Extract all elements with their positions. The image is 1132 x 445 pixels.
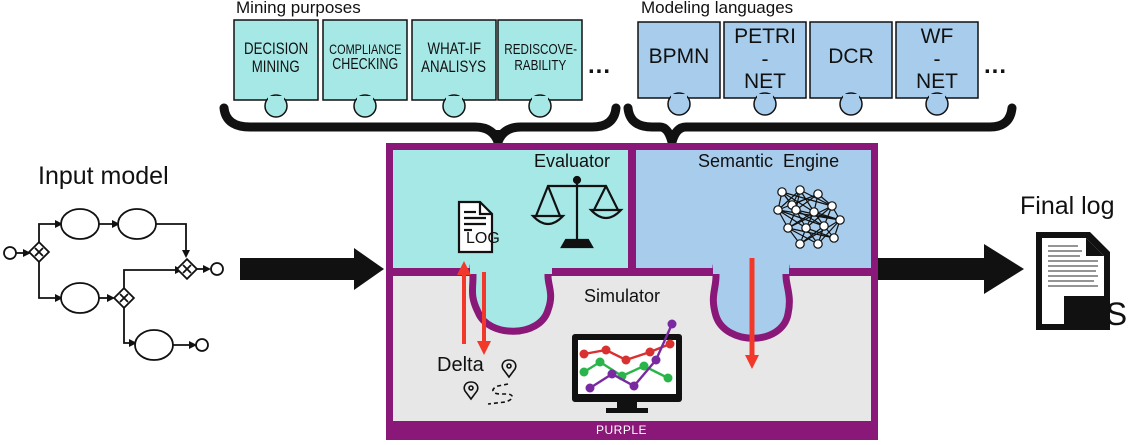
what-if-analysis-label: WHAT-IF ANALISYS <box>408 40 500 76</box>
simulator-label: Simulator <box>584 286 661 306</box>
monitor-graph-node <box>621 355 631 365</box>
nn-node <box>795 239 805 249</box>
evaluator-label: Evaluator <box>534 151 611 171</box>
monitor-graph-node <box>585 383 595 393</box>
nn-edge <box>795 209 825 227</box>
mining-purposes-title: Mining purposes <box>236 0 361 17</box>
rediscoverability-label: REDISCOVE- RABILITY <box>494 42 586 74</box>
modeling-languages-more: ... <box>984 52 1008 79</box>
nn-node <box>773 205 783 215</box>
nn-edge <box>817 219 841 245</box>
xes-label: XES <box>1063 296 1128 332</box>
puzzle-piece-decision-mining <box>233 19 319 118</box>
monitor-graph-node <box>601 345 611 355</box>
nn-node <box>813 239 823 249</box>
monitor-graph-node <box>629 381 639 391</box>
puzzle-piece-petri-net <box>723 21 807 116</box>
wf-line1: WF <box>920 25 954 48</box>
monitor-graph-node <box>651 355 661 365</box>
wf-line2: - <box>933 47 941 71</box>
log-document-icon <box>457 200 494 254</box>
input-model-bpmn <box>3 208 224 361</box>
nn-edge <box>787 205 833 229</box>
what-if-line1: WHAT-IF <box>427 39 481 58</box>
nn-edge <box>799 219 841 245</box>
purple-footer-label: PURPLE <box>596 423 648 437</box>
puzzle-piece-bpmn <box>637 21 721 116</box>
nn-node <box>795 185 805 195</box>
rediscoverability-line2: RABILITY <box>513 56 567 74</box>
compliance-checking-line1: COMPLIANCE <box>329 41 402 57</box>
puzzle-piece-compliance-checking <box>322 19 408 118</box>
puzzle-piece-dcr <box>809 21 893 116</box>
monitor-graph-node <box>579 349 589 359</box>
dcr-label: DCR <box>810 45 892 68</box>
bpmn-label: BPMN <box>638 45 720 68</box>
petri-line1: PETRI <box>734 25 796 48</box>
nn-node <box>809 207 819 217</box>
wf-net-label: WF - NET <box>896 25 978 94</box>
petri-net-label: PETRI - NET <box>724 25 806 94</box>
nn-node <box>835 215 845 225</box>
nn-node <box>827 201 837 211</box>
nn-node <box>791 205 801 215</box>
dcr-line1: DCR <box>828 45 874 68</box>
monitor-graph-node <box>595 357 605 367</box>
output-arrow <box>878 244 1024 294</box>
monitor-graph-node <box>607 369 617 379</box>
decision-mining-line2: MINING <box>252 56 300 76</box>
puzzle-piece-what-if-analysis <box>411 19 497 118</box>
nn-node <box>819 221 829 231</box>
puzzle-piece-rediscoverability <box>497 19 583 118</box>
monitor-graph-node <box>665 339 675 349</box>
nn-edge <box>805 227 835 239</box>
nn-node <box>783 223 793 233</box>
decision-mining-label: DECISION MINING <box>230 40 322 76</box>
nn-node <box>813 189 823 199</box>
scale-icon <box>530 175 624 249</box>
wf-line3: NET <box>916 70 958 94</box>
bpmn-line1: BPMN <box>648 45 710 68</box>
nn-edge <box>805 205 833 229</box>
input-arrow <box>240 248 384 290</box>
decision-mining-line1: DECISION <box>243 39 309 58</box>
nn-node <box>801 223 811 233</box>
nn-node <box>777 187 787 197</box>
monitor-graph-node <box>667 319 677 329</box>
nn-edge <box>777 193 819 211</box>
xes-file-icon <box>1036 232 1110 330</box>
nn-node <box>829 233 839 243</box>
monitor-graph-node <box>645 347 655 357</box>
neural-network-icon <box>773 185 845 249</box>
compliance-checking-label: COMPLIANCE CHECKING <box>319 42 411 73</box>
nn-edge <box>787 227 835 239</box>
nn-edge <box>777 189 801 211</box>
monitor-graph-node <box>579 367 589 377</box>
mining-purposes-more: ... <box>588 52 612 79</box>
final-log-title: Final log <box>1020 192 1115 220</box>
puzzle-piece-wf-net <box>895 21 979 116</box>
log-label: LOG <box>466 230 500 247</box>
modeling-languages-pieces <box>637 21 979 116</box>
compliance-checking-line2: CHECKING <box>332 55 398 73</box>
semantic-engine-label: Semantic Engine <box>698 151 840 171</box>
input-model-title: Input model <box>38 162 169 190</box>
petri-line2: - <box>761 47 769 71</box>
monitor-icon <box>572 319 682 413</box>
what-if-line2: ANALISYS <box>421 56 487 76</box>
rediscoverability-line1: REDISCOVE- <box>504 41 578 58</box>
petri-line3: NET <box>744 70 786 94</box>
delta-label: Delta <box>437 354 484 376</box>
mining-purposes-pieces <box>233 19 583 118</box>
monitor-graph-node <box>639 361 649 371</box>
delta-route-icon <box>463 359 517 405</box>
modeling-languages-title: Modeling languages <box>641 0 794 17</box>
monitor-graph-node <box>663 373 673 383</box>
